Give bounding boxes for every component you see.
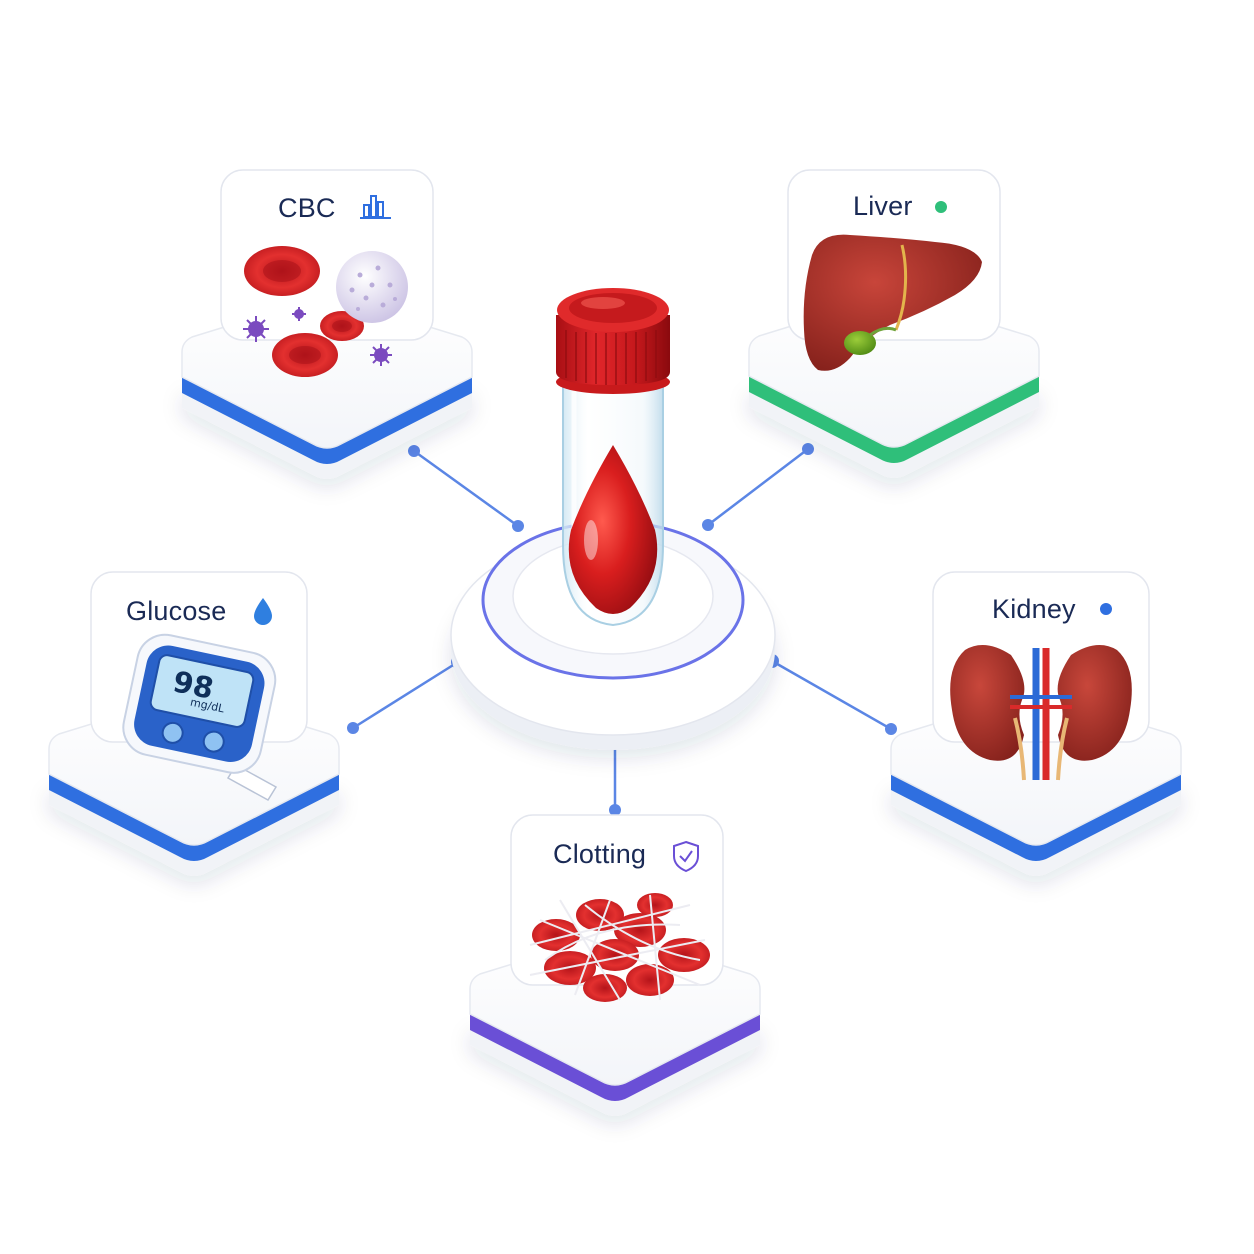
tube-cap: [556, 315, 670, 385]
card-liver[interactable]: [748, 169, 1040, 478]
kidney-label: Kidney: [992, 594, 1076, 624]
blood-sample-tube-icon: [556, 288, 670, 627]
kidneys-icon: [950, 645, 1132, 781]
shield-check-icon: [673, 840, 699, 873]
connector-cbc: [413, 449, 519, 528]
green-dot-icon: [935, 201, 947, 213]
blood-cells-icon: [243, 246, 408, 377]
connector-kidney: [771, 659, 892, 731]
liver-icon: [803, 234, 982, 371]
blood-sample-hub[interactable]: [450, 288, 776, 750]
blood-clot-icon: [529, 893, 710, 1002]
card-clotting[interactable]: [469, 814, 761, 1116]
clotting-label: Clotting: [553, 839, 647, 869]
glucose-meter-icon: [122, 633, 278, 802]
cbc-label: CBC: [278, 193, 336, 223]
glucose-label: Glucose: [126, 596, 227, 626]
blue-dot-icon: [1100, 603, 1112, 615]
connector-liver: [707, 448, 809, 526]
card-glucose[interactable]: [48, 571, 340, 876]
connector-glucose: [352, 660, 459, 730]
bar-chart-icon: [360, 195, 391, 219]
liver-label: Liver: [853, 191, 913, 221]
water-drop-icon: [254, 598, 272, 625]
card-kidney[interactable]: [890, 571, 1182, 876]
blood-drop-icon: [568, 445, 658, 614]
card-cbc[interactable]: [181, 169, 473, 479]
